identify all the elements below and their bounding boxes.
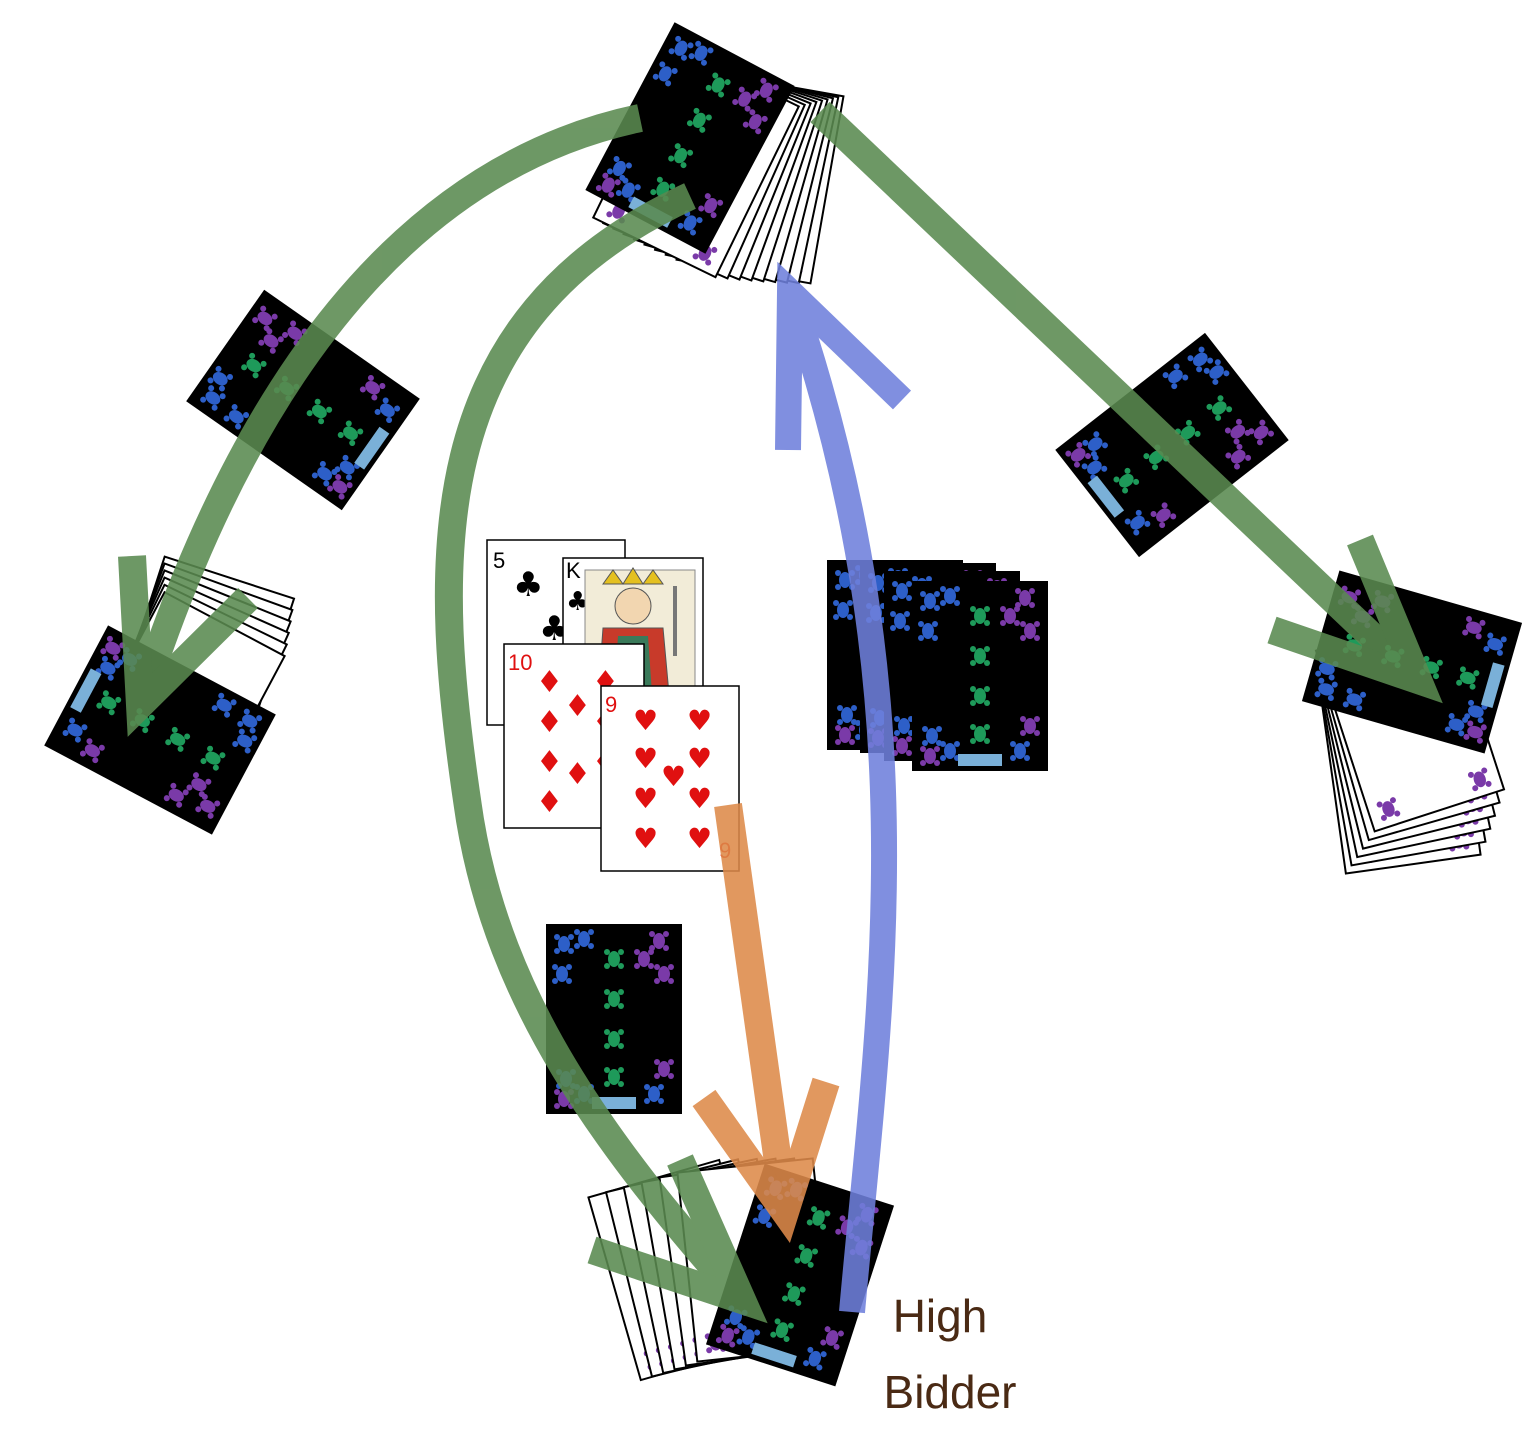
high-bidder-label-line2: Bidder bbox=[884, 1366, 1017, 1418]
svg-text:♥: ♥ bbox=[633, 782, 658, 815]
svg-text:♦: ♦ bbox=[536, 705, 563, 740]
return-arrow bbox=[777, 287, 898, 1314]
svg-text:♥: ♥ bbox=[687, 822, 712, 855]
svg-text:♥: ♥ bbox=[633, 822, 658, 855]
club-icon: ♣ bbox=[566, 587, 589, 617]
card-rank: 10 bbox=[508, 650, 532, 675]
svg-text:♦: ♦ bbox=[536, 665, 563, 700]
club-icon: ♣ bbox=[513, 565, 543, 605]
play-arrow bbox=[714, 803, 799, 1214]
trick-cards: 5 ♣ ♣ K ♣ 10 ♦ ♦ ♦ ♦ bbox=[486, 539, 740, 872]
card-back-icon bbox=[912, 581, 1048, 771]
svg-text:♦: ♦ bbox=[564, 689, 591, 724]
high-bidder-label: High bbox=[893, 1290, 988, 1342]
arrowhead-icon bbox=[118, 555, 258, 737]
svg-text:♥: ♥ bbox=[633, 704, 658, 737]
card-rank: K bbox=[566, 558, 581, 583]
svg-text:♥: ♥ bbox=[687, 742, 712, 775]
deal-arrow-left bbox=[126, 104, 643, 710]
card-rank: 5 bbox=[493, 548, 505, 573]
heart-icons: ♥ ♥ ♥ ♥ ♥ ♥ ♥ ♥ ♥ bbox=[633, 704, 712, 855]
svg-text:♦: ♦ bbox=[564, 757, 591, 792]
svg-text:♥: ♥ bbox=[687, 704, 712, 737]
svg-text:♥: ♥ bbox=[633, 742, 658, 775]
svg-text:♥: ♥ bbox=[661, 760, 686, 793]
svg-text:♦: ♦ bbox=[536, 785, 563, 820]
arrowhead-icon bbox=[692, 1077, 840, 1244]
arrowhead-icon bbox=[1267, 534, 1443, 704]
svg-text:♦: ♦ bbox=[536, 745, 563, 780]
arrowhead-icon bbox=[587, 1154, 768, 1324]
deal-arrow-bottom bbox=[434, 183, 753, 1310]
card-9-hearts: 9 ♥ ♥ ♥ ♥ ♥ ♥ ♥ ♥ ♥ 9 bbox=[600, 685, 740, 872]
arrowhead-icon bbox=[775, 261, 912, 451]
deal-arrow-right bbox=[810, 101, 1428, 691]
card-rank: 9 bbox=[605, 692, 617, 717]
svg-text:♥: ♥ bbox=[687, 782, 712, 815]
